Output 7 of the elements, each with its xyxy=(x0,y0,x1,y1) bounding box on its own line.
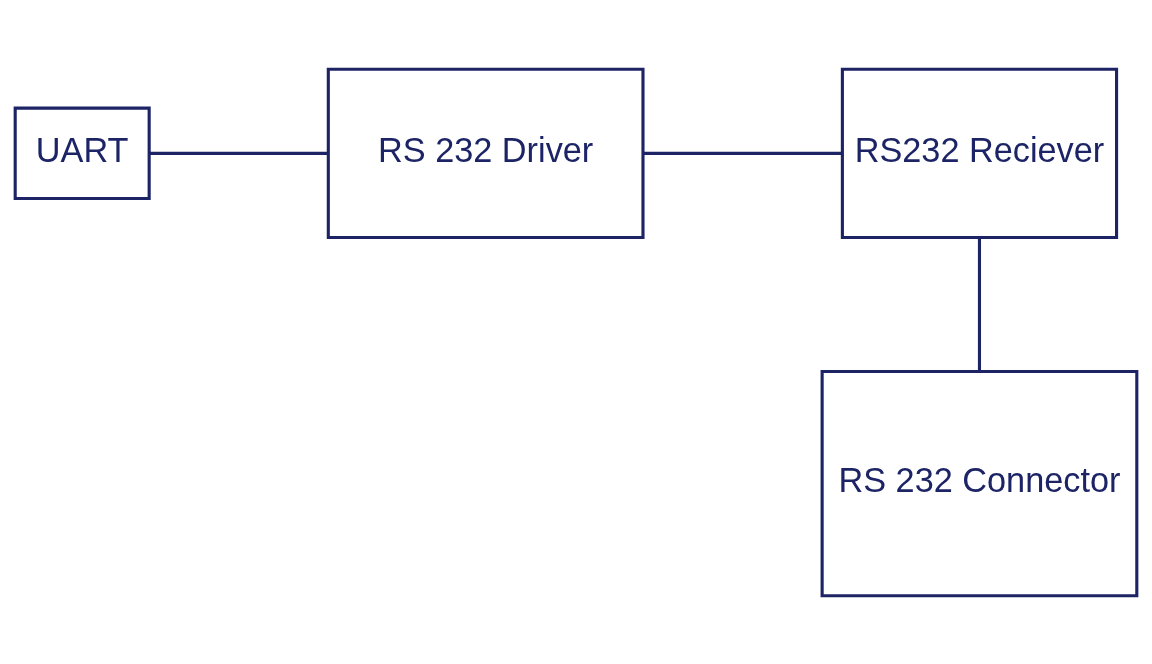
node-box: RS232 Reciever xyxy=(840,67,1119,239)
node-box: RS 232 Driver xyxy=(326,67,645,239)
connector xyxy=(149,151,328,155)
node-box: RS 232 Connector xyxy=(820,369,1139,597)
connector xyxy=(977,237,982,371)
connector xyxy=(643,151,843,155)
node-box: UART xyxy=(13,106,151,200)
